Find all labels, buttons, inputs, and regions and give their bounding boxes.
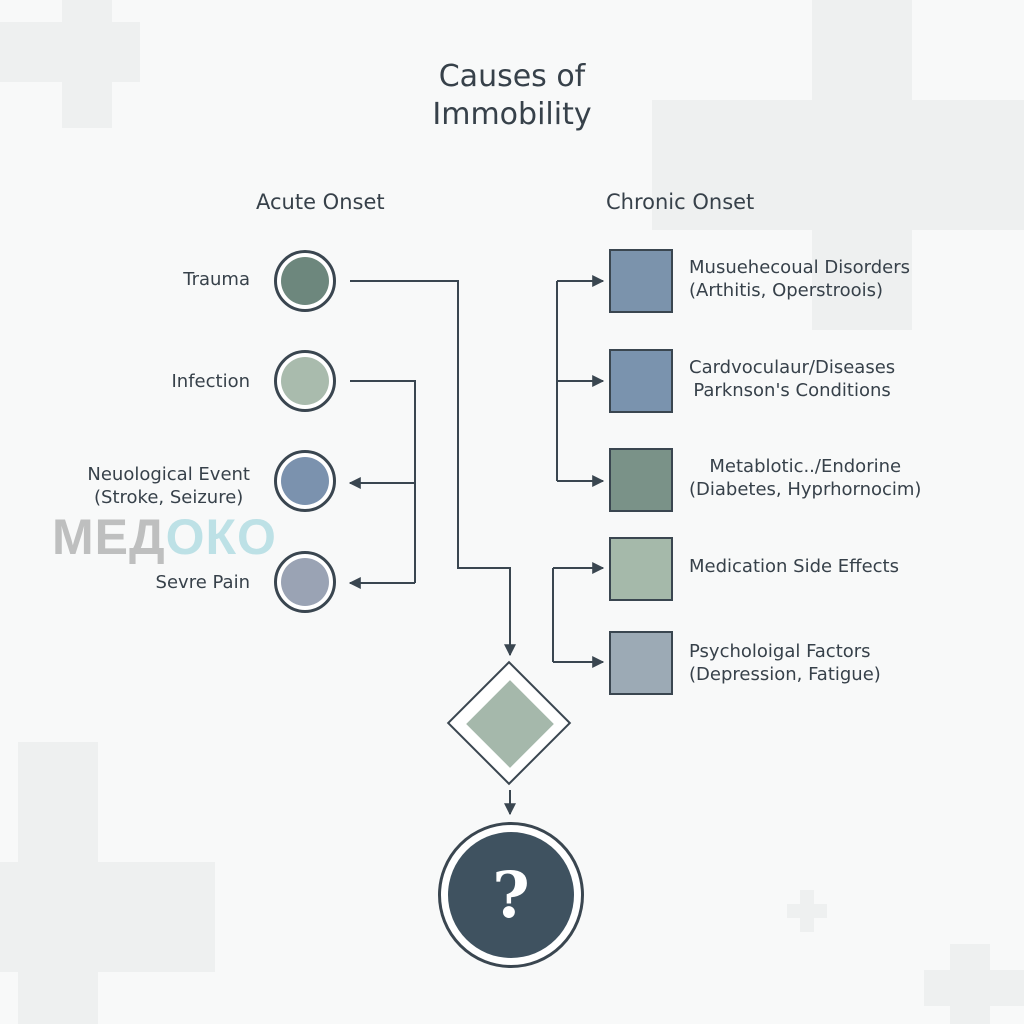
acute-node-trauma <box>274 250 336 312</box>
watermark-part-2: ОКО <box>165 509 277 565</box>
connector-trauma-to-diamond <box>350 280 516 657</box>
decision-diamond <box>446 660 574 788</box>
acute-node-pain-fill <box>281 558 329 606</box>
acute-label-trauma: Trauma <box>183 269 250 290</box>
acute-node-trauma-fill <box>281 257 329 305</box>
watermark-part-1: МЕД <box>52 509 166 565</box>
acute-node-infection-fill <box>281 357 329 405</box>
chronic-node-metabolic <box>609 448 673 512</box>
chronic-onset-heading: Chronic Onset <box>606 190 755 214</box>
chronic-label-cardiovascular: Cardvoculaur/Diseases Parknson's Conditi… <box>689 357 896 401</box>
acute-node-neurological-fill <box>281 457 329 505</box>
acute-onset-heading: Acute Onset <box>256 190 385 214</box>
connector-infection <box>350 380 416 583</box>
acute-node-neurological <box>274 450 336 512</box>
chronic-node-cardiovascular <box>609 349 673 413</box>
chronic-node-psychological <box>609 631 673 695</box>
acute-label-infection: Infection <box>171 371 250 392</box>
chronic-label-musculoskeletal: Musuehecoual Disorders (Arthitis, Operst… <box>689 257 910 301</box>
acute-node-infection <box>274 350 336 412</box>
chronic-label-metabolic: Metablotic../Endorine (Diabetes, Hyprhor… <box>689 456 922 500</box>
chronic-label-psychological: Psycholoigal Factors (Depression, Fatigu… <box>689 641 881 685</box>
acute-label-neurological: Neuological Event (Stroke, Seizure) <box>87 464 250 508</box>
chronic-node-medication <box>609 537 673 601</box>
acute-node-pain <box>274 551 336 613</box>
question-mark-icon: ? <box>448 832 574 958</box>
acute-label-pain: Sevre Pain <box>155 572 250 593</box>
outcome-question-node: ? <box>438 822 584 968</box>
chronic-label-medication: Medication Side Effects <box>689 556 899 577</box>
diagram-title: Causes of Immobility <box>432 59 592 132</box>
watermark-logo: МЕДОКО <box>52 508 277 566</box>
chronic-node-musculoskeletal <box>609 249 673 313</box>
